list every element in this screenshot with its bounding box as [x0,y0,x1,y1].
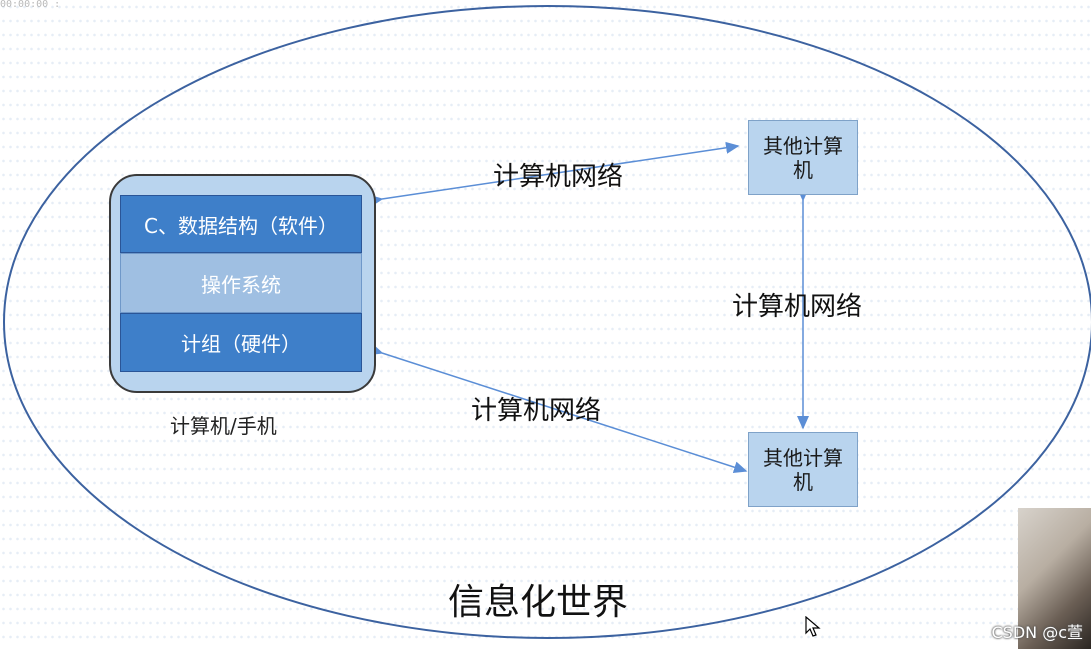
world-title: 信息化世界 [448,582,629,623]
presenter-video-thumbnail [1018,508,1091,649]
network-label-top: 计算机网络 [493,162,624,192]
device-caption: 计算机/手机 [170,414,277,438]
hardware-layer: 计组（硬件） [120,313,362,372]
other-computer-bottom: 其他计算机 [748,432,858,507]
software-layer: C、数据结构（软件） [120,195,362,253]
mouse-pointer-icon [805,616,821,637]
other-computer-top: 其他计算机 [748,120,858,195]
arrow-device-to-bottom-computer [368,343,748,474]
arrow-device-to-top-computer [369,141,740,207]
operating-system-layer: 操作系统 [120,253,362,313]
top-artifact-text: 00:00:00 : [0,0,61,10]
network-label-bottom: 计算机网络 [471,396,602,426]
csdn-watermark: CSDN @c萱 [991,623,1083,642]
network-label-right: 计算机网络 [732,292,863,322]
world-ellipse [3,5,1091,639]
